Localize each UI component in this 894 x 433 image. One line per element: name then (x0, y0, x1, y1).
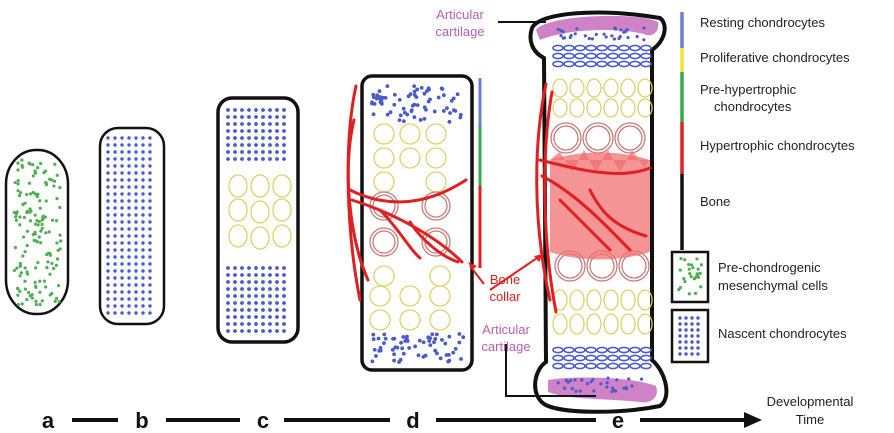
legend-nascent-box (672, 310, 708, 362)
developmental-time-label-2: Time (796, 412, 824, 427)
stage-label-c: c (257, 408, 269, 433)
stage-d-bone-collar (348, 76, 484, 370)
stage-c-hypertrophy-onset (218, 98, 298, 342)
legend-prechondrogenic-box (672, 252, 708, 302)
legend-prechondrogenic-label-1: Pre-chondrogenic (718, 260, 821, 275)
legend-prehypertrophic-label-2: chondrocytes (714, 99, 792, 114)
bone-collar-label-2: collar (489, 289, 521, 304)
legend-prechondrogenic-label-2: mesenchymal cells (718, 278, 828, 293)
stage-label-a: a (42, 408, 55, 433)
articular-cartilage-top-label-1: Articular (436, 7, 484, 22)
articular-cartilage-bottom-label-1: Articular (482, 322, 530, 337)
stage-b-cartilage-anlage (100, 128, 164, 324)
stage-label-e: e (612, 408, 624, 433)
developmental-time-label-1: Developmental (767, 394, 854, 409)
legend-proliferative-label: Proliferative chondrocytes (700, 50, 850, 65)
timeline-arrowhead (744, 412, 762, 428)
legend-prehypertrophic-label-1: Pre-hypertrophic (700, 82, 797, 97)
bone-collar-label-1: Bone (490, 272, 520, 287)
stage-a-condensation (6, 150, 68, 314)
legend-hypertrophic-label: Hypertrophic chondrocytes (700, 138, 855, 153)
articular-cartilage-bottom-label-2: cartilage (481, 339, 530, 354)
developmental-timeline: a b c d e Developmental Time (42, 394, 854, 433)
legend-resting-label: Resting chondrocytes (700, 15, 826, 30)
stage-label-d: d (406, 408, 419, 433)
articular-cartilage-top-label-2: cartilage (435, 24, 484, 39)
legend-nascent-label: Nascent chondrocytes (718, 326, 847, 341)
stage-label-b: b (135, 408, 148, 433)
legend-bone-label: Bone (700, 194, 730, 209)
